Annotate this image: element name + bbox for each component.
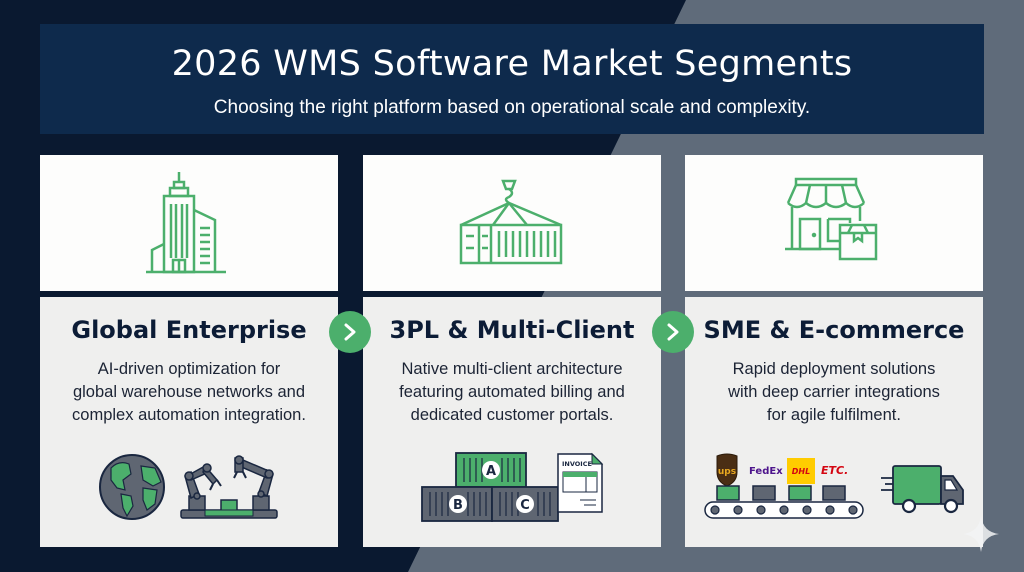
stacked-containers-icon: A B C xyxy=(421,452,559,522)
ups-logo: ups xyxy=(716,453,738,487)
segment-icon-box xyxy=(363,155,661,291)
page-title: 2026 WMS Software Market Segments xyxy=(171,44,853,84)
header-banner: 2026 WMS Software Market Segments Choosi… xyxy=(40,24,984,134)
carrier-etc: ETC. xyxy=(821,464,848,477)
segment-illustration: A B C INVOICE xyxy=(363,437,661,537)
page-subtitle: Choosing the right platform based on ope… xyxy=(213,97,811,118)
carrier-ups: ups xyxy=(718,467,736,477)
storefront-package-icon xyxy=(785,177,878,261)
invoice-label: INVOICE xyxy=(562,460,592,468)
segment-card-sme-ecommerce: SME & E-commerce Rapid deployment soluti… xyxy=(685,155,983,547)
segment-heading: SME & E-commerce xyxy=(703,316,965,344)
container-label-a: A xyxy=(486,464,496,479)
chevron-right-icon xyxy=(344,323,356,341)
next-segment-arrow-2[interactable] xyxy=(652,311,694,353)
segment-illustration: ups FedEx DHL ETC. xyxy=(685,437,983,537)
delivery-truck-icon xyxy=(881,465,964,514)
skyscraper-icon xyxy=(146,172,226,274)
robotic-arms-icon xyxy=(180,455,278,519)
container-label-b: B xyxy=(453,498,463,513)
carrier-dhl: DHL xyxy=(792,467,810,476)
segment-card-global-enterprise: Global Enterprise AI-driven optimization… xyxy=(40,155,338,547)
segment-heading: Global Enterprise xyxy=(71,316,307,344)
segment-icon-box xyxy=(40,155,338,291)
invoice-icon: INVOICE xyxy=(557,452,604,513)
dhl-logo-bg xyxy=(787,458,815,484)
segment-description: AI-driven optimization for global wareho… xyxy=(72,360,306,424)
segment-body: Global Enterprise AI-driven optimization… xyxy=(40,297,338,547)
segment-body: 3PL & Multi-Client Native multi-client a… xyxy=(363,297,661,547)
segment-body: SME & E-commerce Rapid deployment soluti… xyxy=(685,297,983,547)
shipping-container-crane-icon xyxy=(459,179,563,265)
globe-icon xyxy=(99,454,165,520)
segment-description: Rapid deployment solutions with deep car… xyxy=(728,360,940,424)
segment-description: Native multi-client architecture featuri… xyxy=(399,360,625,424)
carrier-fedex: FedEx xyxy=(749,466,783,477)
segment-heading: 3PL & Multi-Client xyxy=(389,316,635,344)
segment-icon-box xyxy=(685,155,983,291)
segment-illustration xyxy=(40,437,338,537)
segment-card-3pl-multi-client: 3PL & Multi-Client Native multi-client a… xyxy=(363,155,661,547)
sparkle-icon xyxy=(963,516,999,552)
chevron-right-icon xyxy=(667,323,679,341)
container-label-c: C xyxy=(520,498,530,513)
next-segment-arrow-1[interactable] xyxy=(329,311,371,353)
conveyor-belt-icon: ups FedEx DHL ETC. xyxy=(704,453,864,519)
